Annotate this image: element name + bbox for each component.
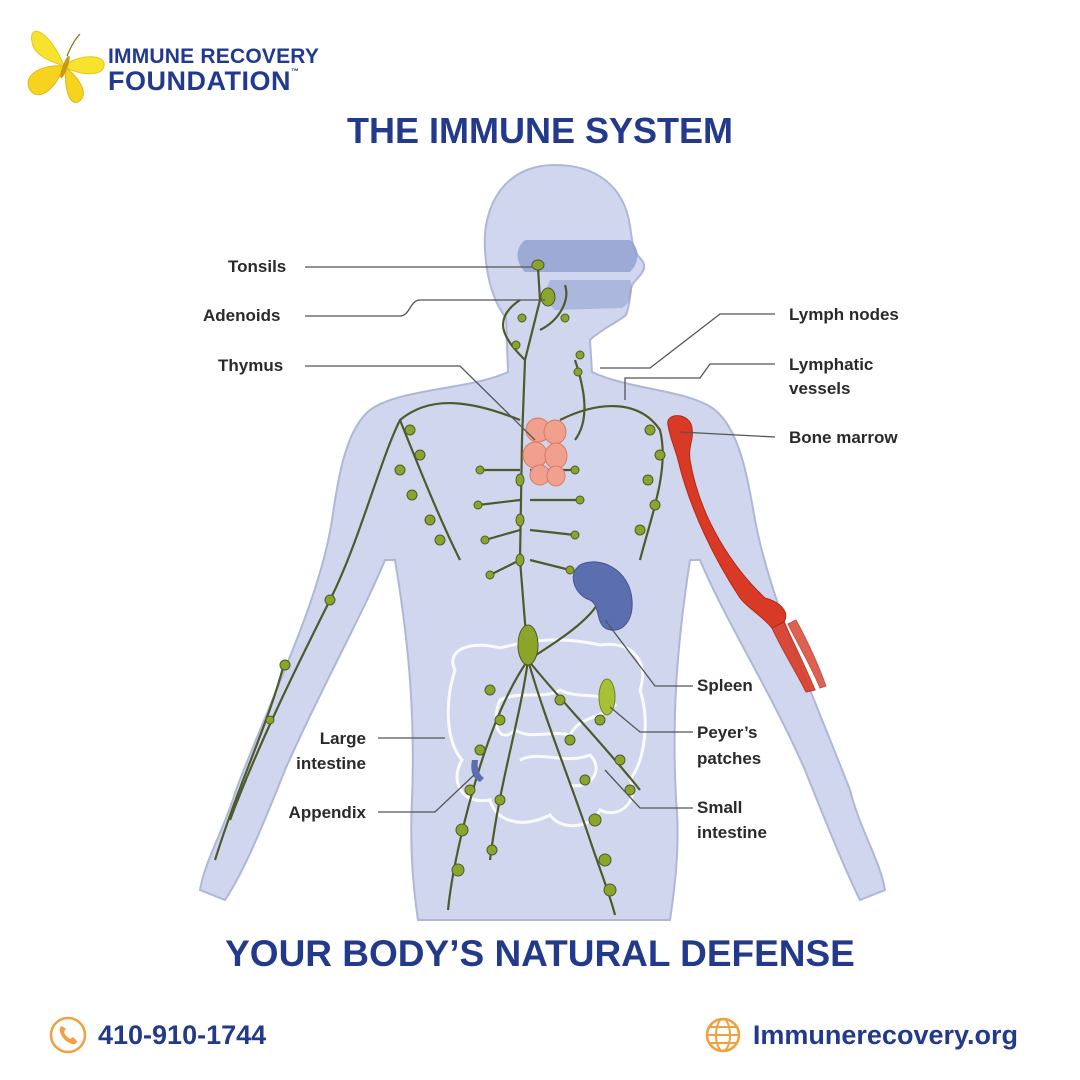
label-spleen: Spleen (697, 676, 753, 695)
phone-number: 410-910-1744 (98, 1019, 267, 1050)
label-peyers-line1: Peyer’s (697, 723, 758, 742)
label-adenoids: Adenoids (203, 306, 280, 325)
label-lymph-nodes: Lymph nodes (789, 305, 899, 324)
label-large-intestine-line1: Large (320, 729, 366, 748)
brand-line2: FOUNDATION (108, 66, 291, 96)
brand-wordmark: IMMUNE RECOVERY FOUNDATION™ (108, 46, 319, 95)
brand-trademark: ™ (290, 67, 300, 76)
label-thymus: Thymus (218, 356, 283, 375)
label-bone-marrow: Bone marrow (789, 428, 898, 447)
phone-icon (49, 1016, 87, 1054)
label-tonsils: Tonsils (228, 257, 286, 276)
label-peyers-line2: patches (697, 749, 761, 768)
appendix-organ (471, 760, 484, 782)
thymus-organ (522, 417, 568, 487)
bone-marrow-organ (667, 415, 827, 693)
butterfly-icon (27, 30, 105, 103)
label-lymphatic-line2: vessels (789, 379, 850, 398)
leader-lines (305, 266, 776, 813)
contact-phone[interactable]: 410-910-1744 (48, 1013, 266, 1057)
label-small-intestine-line1: Small (697, 798, 742, 817)
globe-icon (705, 1017, 741, 1053)
page-subtitle: YOUR BODY’S NATURAL DEFENSE (225, 933, 855, 974)
label-small-intestine-line2: intestine (697, 823, 767, 842)
label-large-intestine-line2: intestine (296, 754, 366, 773)
lymph-nodes (265, 259, 666, 897)
page-title: THE IMMUNE SYSTEM (346, 110, 733, 151)
contact-website[interactable]: Immunerecovery.org (703, 1013, 1018, 1057)
spleen-organ (572, 561, 633, 631)
website-url: Immunerecovery.org (752, 1019, 1018, 1050)
label-lymphatic-line1: Lymphatic (789, 355, 873, 374)
brand-logo: IMMUNE RECOVERY FOUNDATION™ (20, 20, 340, 110)
peyers-patches-organ (598, 678, 616, 716)
brand-line1: IMMUNE RECOVERY (108, 45, 320, 68)
body-silhouette (198, 163, 887, 921)
label-appendix: Appendix (289, 803, 367, 822)
airway (517, 240, 638, 310)
